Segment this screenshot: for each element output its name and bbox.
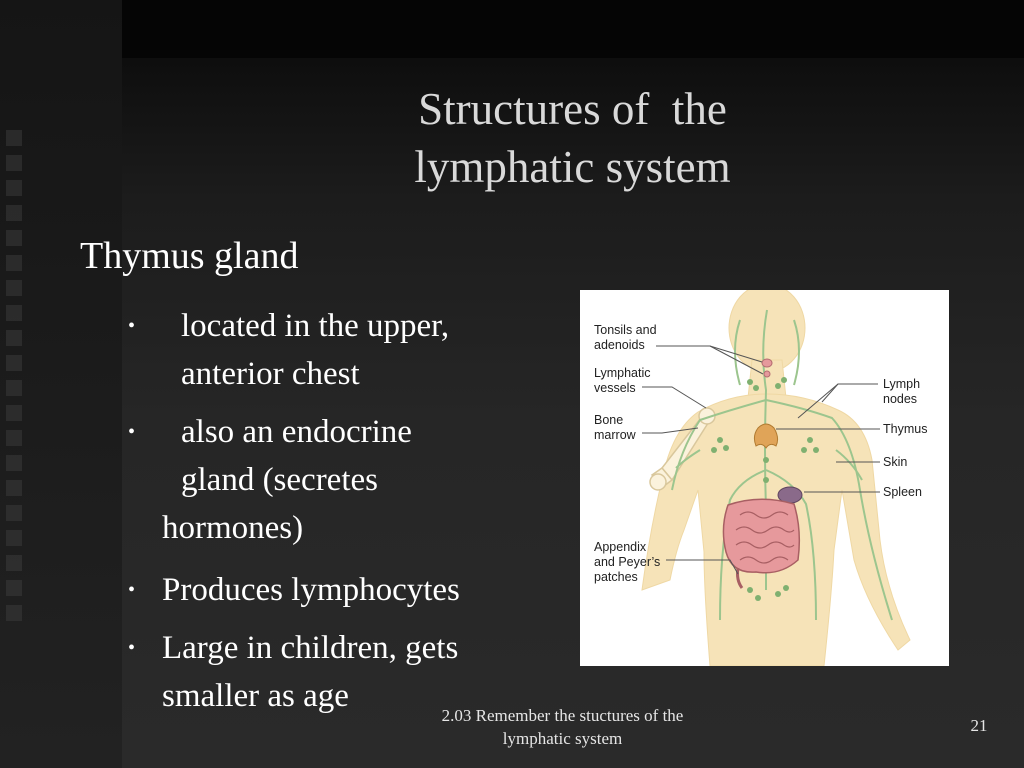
intestine-coils	[735, 511, 795, 564]
tonsils-shape	[761, 358, 773, 378]
footer-line: lymphatic system	[502, 729, 623, 748]
bullet-text-line: smaller as age	[162, 678, 349, 714]
bullet-text-line: hormones)	[162, 510, 304, 546]
slide-title-line-2: lymphatic system	[414, 142, 731, 192]
appendix-shape	[736, 567, 744, 589]
top-dark-strip	[122, 0, 1024, 58]
label-appendix-peyers: Appendix and Peyer’s patches	[594, 540, 661, 584]
label-spleen: Spleen	[883, 485, 922, 499]
bullet-text-line: gland (secretes	[181, 462, 378, 498]
page-number: 21	[970, 716, 988, 735]
bullet-item-endocrine: • also an endocrine gland (secretes horm…	[126, 408, 546, 552]
decorative-square-column	[6, 130, 28, 650]
slide-title: Structures of the lymphatic system	[300, 80, 845, 196]
body-illustration	[641, 290, 911, 666]
thymus-shape	[753, 423, 779, 449]
bullet-dot: •	[128, 315, 136, 337]
label-tonsils-adenoids: Tonsils and adenoids	[594, 323, 657, 352]
bullet-text-line: Large in children, gets	[162, 630, 459, 666]
lymphatic-system-diagram: Tonsils and adenoids Lymphatic vessels B…	[580, 290, 949, 666]
label-lymph-nodes: Lymph nodes	[883, 377, 921, 406]
label-leader-lines	[642, 345, 880, 575]
bullet-dot: •	[128, 421, 136, 443]
label-thymus: Thymus	[883, 422, 928, 436]
lymph-node-clusters	[711, 377, 819, 601]
bullet-text-line: anterior chest	[181, 356, 360, 392]
bullet-dot: •	[128, 637, 136, 659]
bullet-list: • located in the upper, anterior chest •…	[126, 302, 546, 720]
slide-title-line-1: Structures of the	[418, 84, 727, 134]
label-lymphatic-vessels: Lymphatic vessels	[594, 366, 651, 395]
section-heading: Thymus gland	[80, 235, 299, 277]
bullet-dot: •	[128, 579, 136, 601]
intestine-shape	[722, 498, 801, 574]
bullet-item-location: • located in the upper, anterior chest	[126, 302, 546, 398]
bullet-item-lymphocytes: • Produces lymphocytes	[126, 566, 546, 614]
label-bone-marrow: Bone marrow	[594, 413, 636, 442]
label-skin: Skin	[883, 455, 908, 469]
bullet-text-line: located in the upper,	[181, 308, 450, 344]
bullet-text-line: Produces lymphocytes	[162, 572, 460, 608]
slide-footer: 2.03 Remember the stuctures of the lymph…	[400, 704, 725, 750]
bullet-text-line: also an endocrine	[181, 414, 412, 450]
bullet-item-age: • Large in children, gets smaller as age	[126, 624, 546, 720]
footer-line: 2.03 Remember the stuctures of the	[441, 706, 684, 725]
